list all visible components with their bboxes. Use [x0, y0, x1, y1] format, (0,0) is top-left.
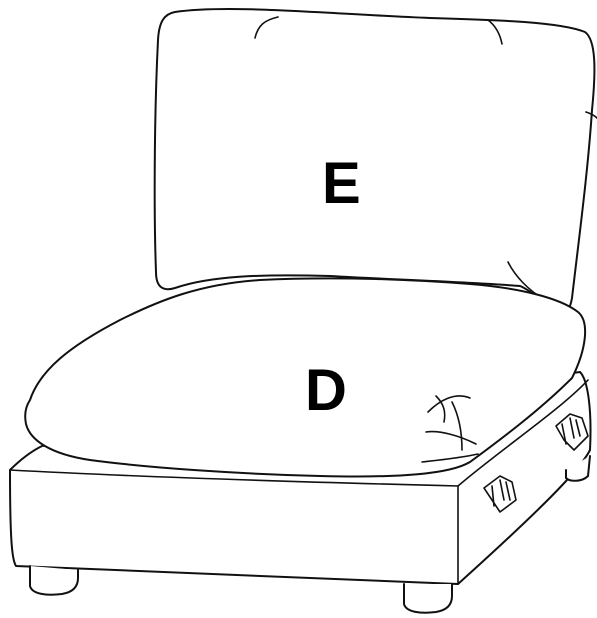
back-cushion-label: E	[322, 151, 361, 216]
back-cushion	[155, 9, 597, 312]
seat-cushion-label: D	[305, 358, 347, 423]
